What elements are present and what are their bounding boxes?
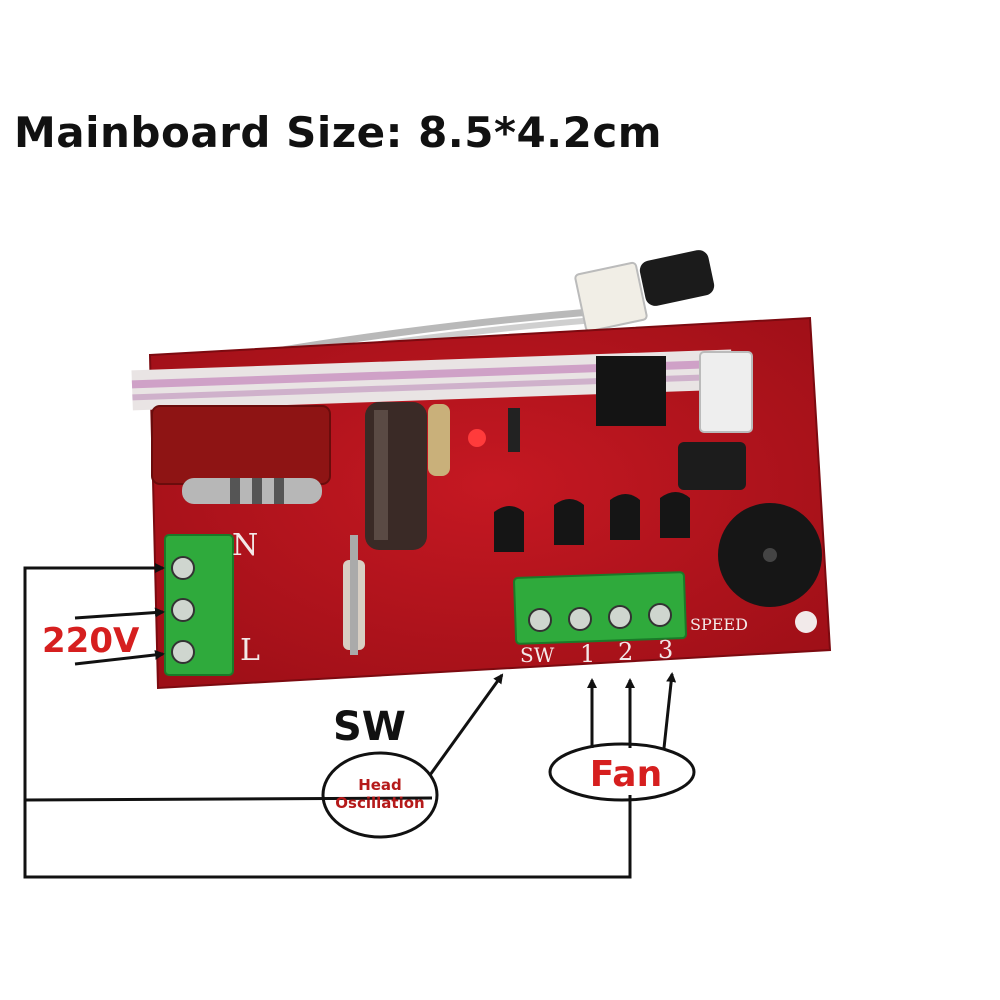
- silk-speed-3: 3: [658, 636, 673, 664]
- silk-speed-2: 2: [618, 638, 633, 666]
- head-label-line2: Oscillation: [335, 794, 424, 812]
- page-title: Mainboard Size: 8.5*4.2cm: [14, 108, 663, 157]
- silk-speed: SPEED: [690, 615, 748, 634]
- sw-label: SW: [333, 704, 406, 750]
- fan-label: Fan: [590, 754, 662, 795]
- head-oscillation-ellipse: [321, 751, 439, 839]
- wiring-lines: [23, 563, 677, 879]
- power-terminal-block: [164, 534, 234, 676]
- silk-neutral: N: [232, 528, 258, 563]
- voltage-label: 220V: [42, 621, 140, 661]
- output-terminal-block: [513, 571, 687, 645]
- head-label-line1: Head: [358, 776, 402, 794]
- fan-ellipse: [548, 742, 696, 802]
- silk-speed-1: 1: [580, 640, 595, 668]
- silk-sw: SW: [520, 643, 555, 667]
- silk-live: L: [240, 633, 260, 668]
